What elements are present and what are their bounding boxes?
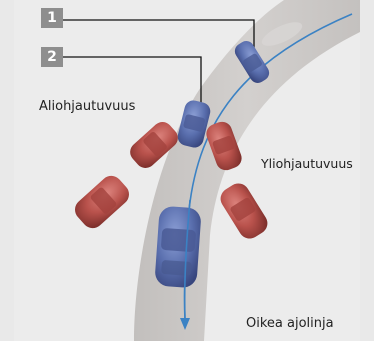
oversteer-label: Yliohjautuvuus <box>261 156 353 171</box>
marker-1: 1 <box>41 8 63 28</box>
leader-line-2 <box>51 57 201 103</box>
red-car-right-lower <box>216 179 271 242</box>
blue-car-front <box>154 206 201 289</box>
understeer-label: Aliohjautuvuus <box>39 99 135 114</box>
red-car-left-lower <box>70 171 133 232</box>
leader-line-1 <box>51 20 254 48</box>
marker-2: 2 <box>41 47 63 67</box>
correct-path-label: Oikea ajolinja <box>246 316 334 331</box>
vsc-diagram: 1 2 Aliohjautuvuus Yliohjautuvuus Oikea … <box>14 0 360 341</box>
